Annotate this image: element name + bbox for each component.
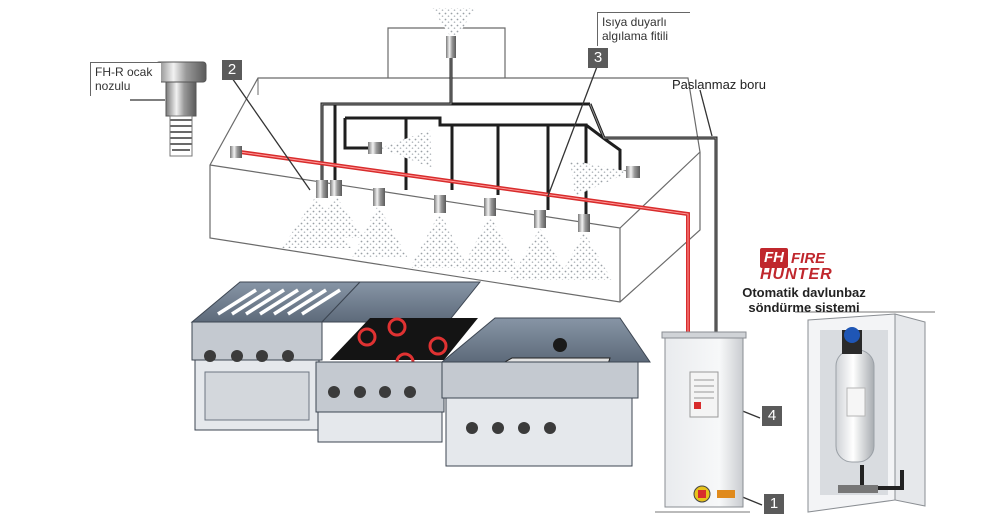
- logo-mark: FH: [760, 248, 788, 268]
- control-cabinet: [655, 331, 750, 513]
- hood-body: [209, 77, 701, 303]
- callout-number-1: 1: [764, 494, 784, 514]
- duct-spray: [432, 8, 475, 36]
- nozzle-callout: FH-R ocak nozulu: [90, 62, 161, 96]
- sensor-label: Isıya duyarlı algılama fitili: [602, 15, 669, 44]
- kitchen-appliances: [190, 281, 651, 467]
- open-cabinet-tank: [795, 311, 935, 513]
- logo-line1: FIRE: [791, 250, 826, 267]
- callout-number-2: 2: [222, 60, 242, 80]
- callout-number-4: 4: [762, 406, 782, 426]
- sensor-callout: Isıya duyarlı algılama fitili: [597, 12, 690, 46]
- duct-nozzle: [446, 36, 456, 58]
- logo-line2: HUNTER: [760, 266, 833, 283]
- hood-nozzles: [282, 180, 612, 280]
- side-spray-right: [570, 160, 630, 196]
- side-spray-left: [380, 130, 432, 168]
- callout-number-3: 3: [588, 48, 608, 68]
- fh-r-nozzle-image: [155, 61, 207, 157]
- fire-hunter-logo: FH FIRE HUNTER: [760, 248, 840, 283]
- system-label: Otomatik davlunbaz söndürme sistemi: [742, 285, 866, 315]
- pipe-label: Paslanmaz boru: [672, 77, 766, 92]
- nozzle-label: FH-R ocak nozulu: [95, 65, 153, 94]
- detection-end-fitting: [230, 146, 242, 158]
